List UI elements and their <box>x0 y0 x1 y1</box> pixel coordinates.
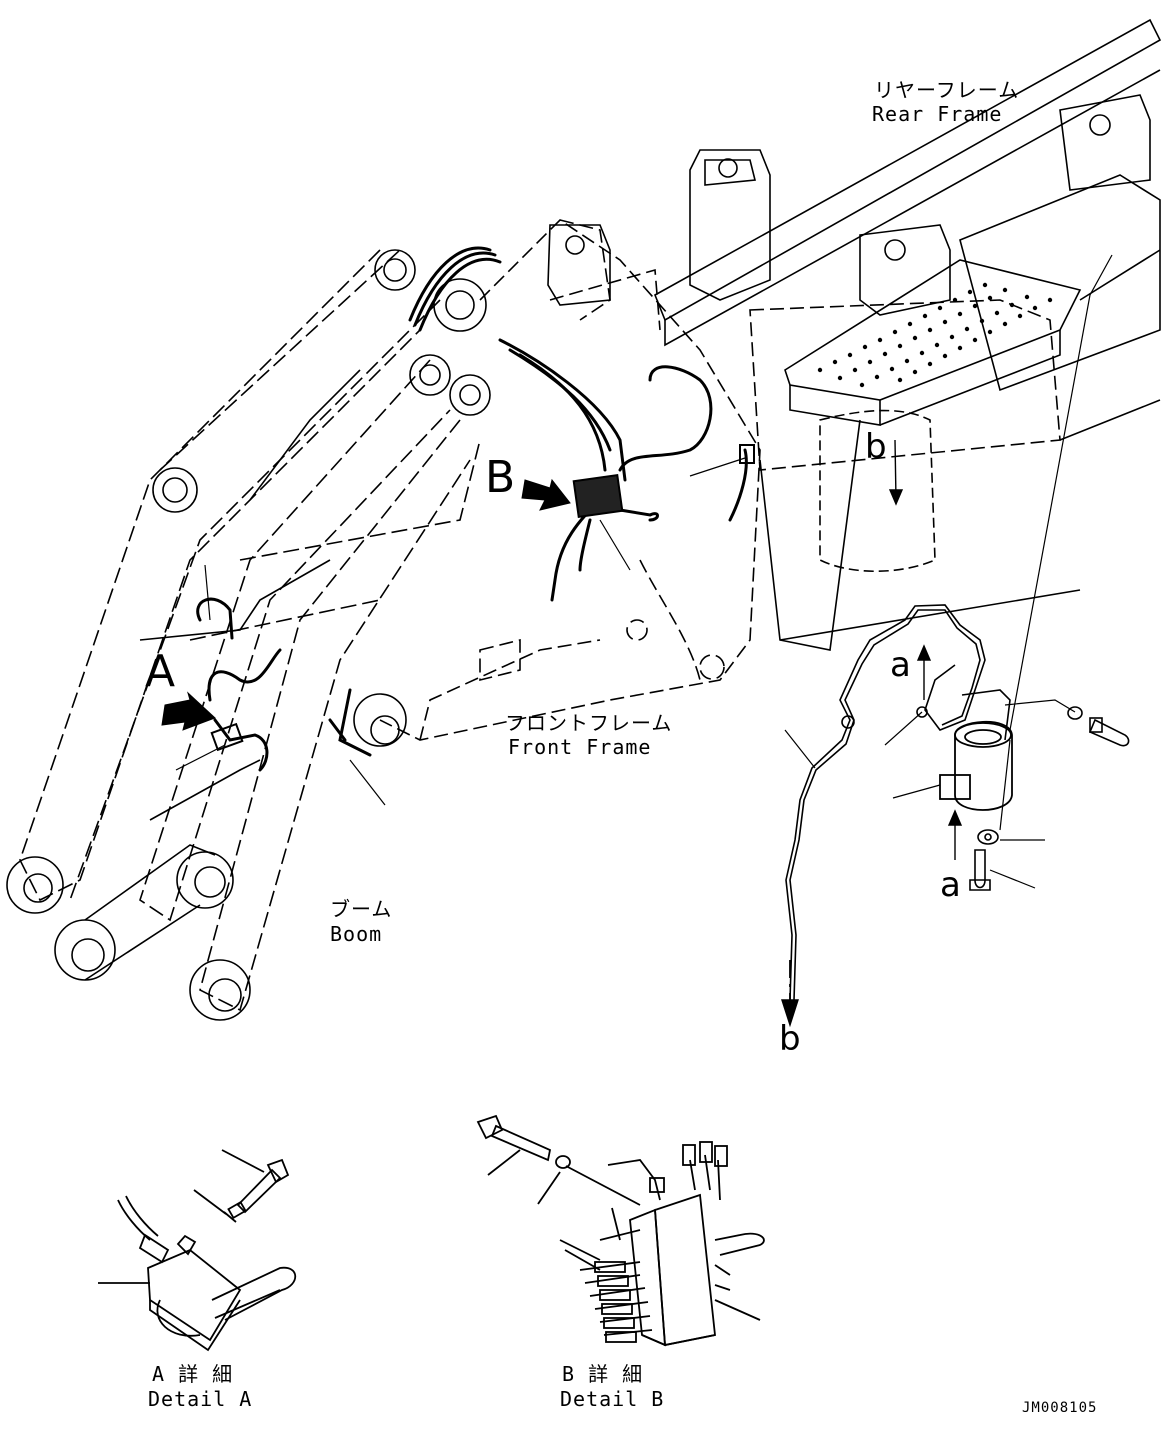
ref-a-lower: a <box>940 865 961 905</box>
detail-a-connector-in-view <box>210 722 244 752</box>
detail-b-block-in-view <box>572 444 755 519</box>
detail-a-title-jp: A 詳 細 <box>152 1362 234 1386</box>
front-frame-label-jp: フロントフレーム <box>505 711 673 735</box>
boom-harness-thin <box>139 369 361 821</box>
callout-a-letter: A <box>145 646 176 697</box>
rear-frame-label-en: Rear Frame <box>872 102 1003 126</box>
detail-b-title-jp: B 詳 細 <box>562 1362 644 1386</box>
callout-arrow-b <box>521 478 571 511</box>
boom-pins <box>6 249 491 1021</box>
detail-b-title-en: Detail B <box>560 1387 665 1411</box>
grating-holes <box>817 282 1053 388</box>
rear-frame <box>653 18 1162 651</box>
reference-arrows <box>781 439 963 1028</box>
rear-harness <box>785 604 1011 1001</box>
leader-lines <box>175 254 1113 889</box>
step-platform <box>784 259 1082 426</box>
drawing-number: JM008105 <box>1022 1400 1098 1416</box>
boom-label-en: Boom <box>330 922 383 946</box>
detail-a-view <box>98 1149 297 1352</box>
detail-a-title-en: Detail A <box>148 1387 253 1411</box>
rear-frame-label-jp: リヤーフレーム <box>874 78 1020 102</box>
boom-label-jp: ブーム <box>330 897 393 921</box>
bolt-and-washer-right <box>969 706 1130 891</box>
front-frame-label-en: Front Frame <box>508 735 652 759</box>
boom <box>19 249 481 1012</box>
boom-harness <box>196 246 502 772</box>
callout-arrow-a <box>161 691 216 731</box>
detail-b-view <box>476 1114 765 1347</box>
callout-b-letter: B <box>485 452 516 503</box>
ref-b-upper: b <box>865 427 887 467</box>
horn-assembly <box>939 720 1013 811</box>
ref-b-lower: b <box>779 1019 801 1059</box>
ref-a-upper: a <box>890 645 911 685</box>
front-frame-tower <box>547 224 611 306</box>
